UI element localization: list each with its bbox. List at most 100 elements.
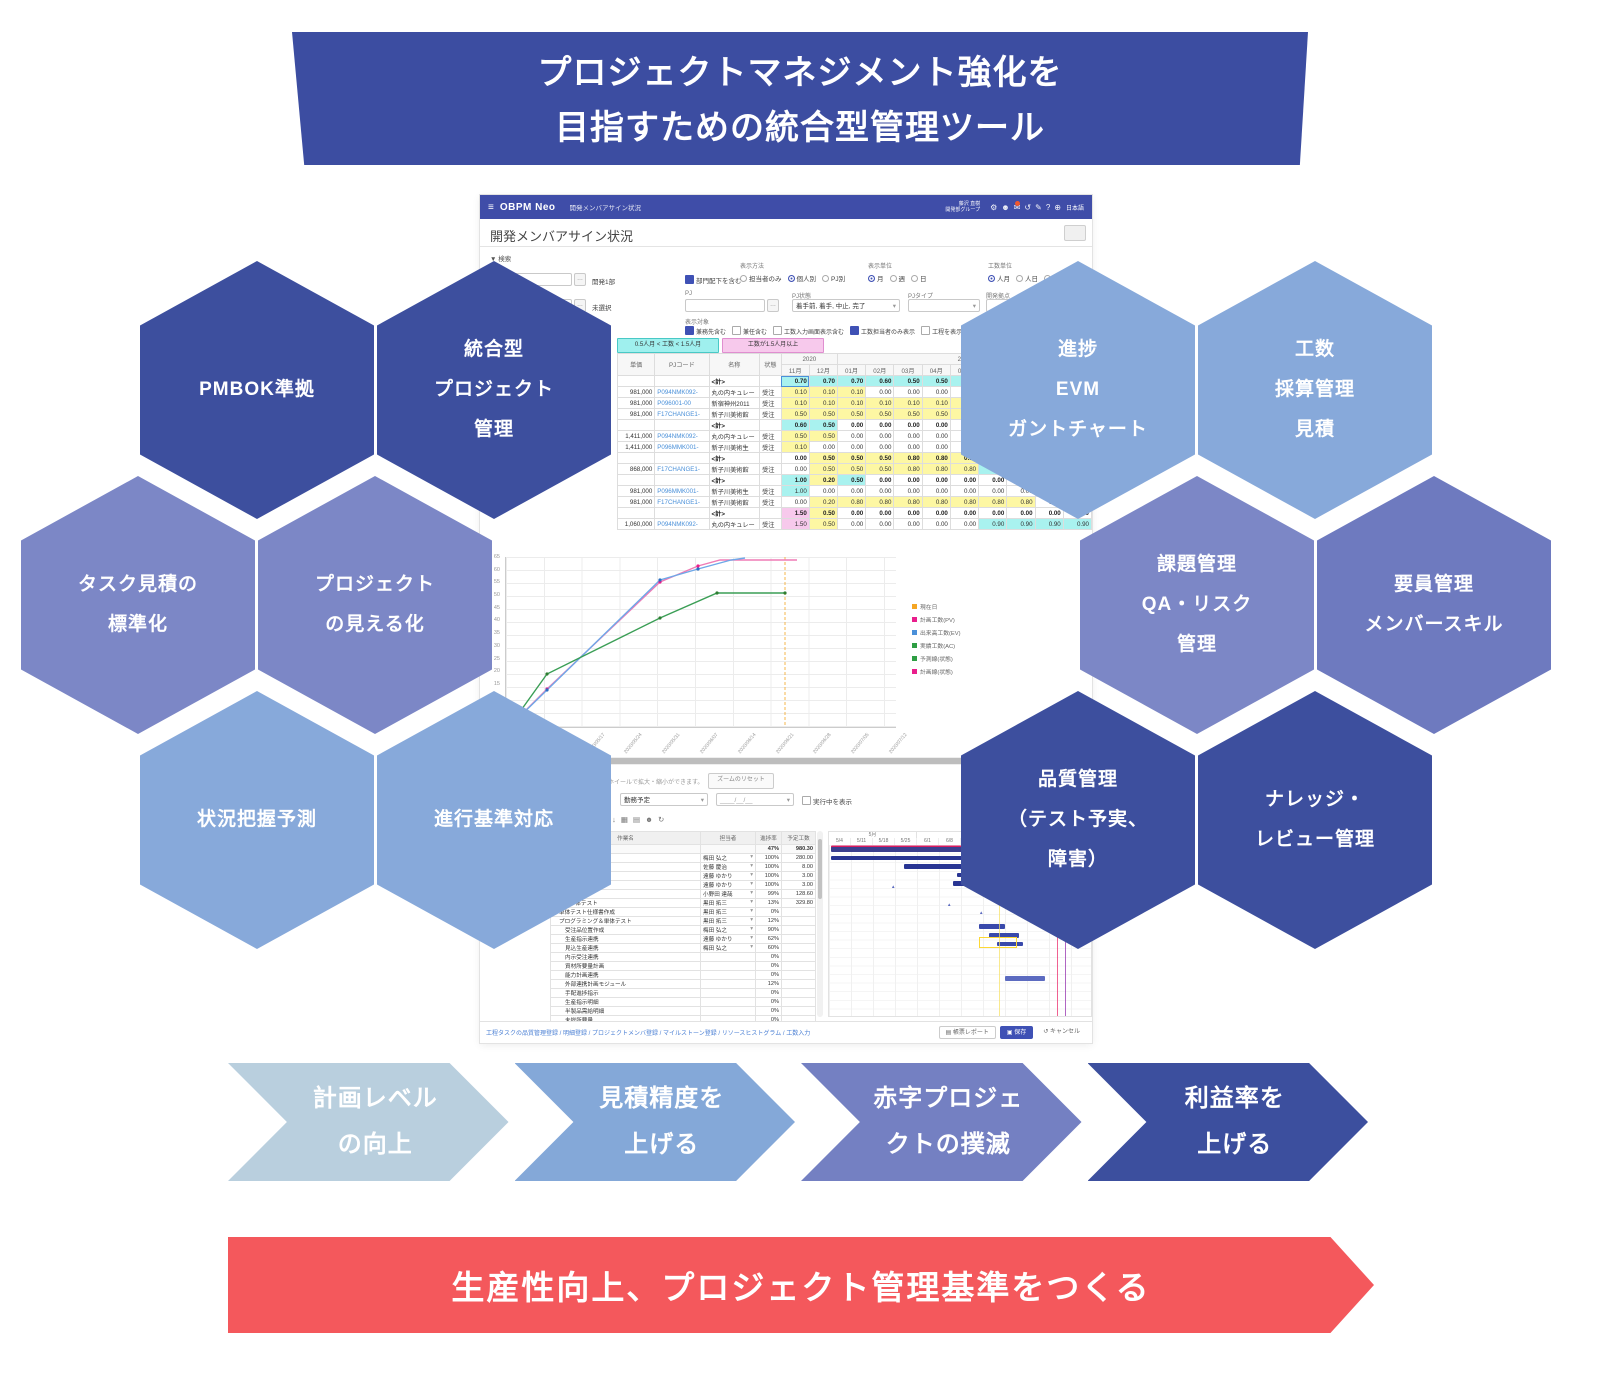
workload-cell[interactable]: 0.50 bbox=[780, 430, 810, 442]
pj-code-cell[interactable] bbox=[654, 452, 710, 464]
menu-icon[interactable]: ≡ bbox=[488, 201, 494, 213]
workload-cell[interactable]: 0.20 bbox=[808, 496, 838, 508]
workload-cell[interactable]: 0.00 bbox=[808, 441, 838, 453]
workload-cell[interactable]: 0.10 bbox=[921, 397, 951, 409]
down-icon[interactable]: ↓ bbox=[612, 815, 621, 824]
schedule-select[interactable]: 勤務予定▾ bbox=[620, 793, 708, 806]
pj-code-cell[interactable]: P094NMK092- bbox=[654, 386, 710, 398]
assignee-cell[interactable] bbox=[700, 961, 756, 971]
list-icon[interactable]: ▤ bbox=[632, 815, 646, 824]
workload-cell[interactable]: 0.50 bbox=[921, 375, 951, 387]
workload-cell[interactable]: 0.50 bbox=[836, 452, 867, 464]
workload-cell[interactable]: 0.00 bbox=[836, 518, 867, 530]
workload-cell[interactable]: 0.00 bbox=[949, 507, 980, 519]
pj-code-cell[interactable] bbox=[654, 507, 710, 519]
assignee-cell[interactable] bbox=[700, 952, 756, 962]
workload-cell[interactable]: 0.80 bbox=[1006, 496, 1036, 508]
workload-cell[interactable]: 0.00 bbox=[865, 441, 895, 453]
workload-cell[interactable]: 0.00 bbox=[921, 430, 951, 442]
workload-cell[interactable]: 0.00 bbox=[893, 430, 923, 442]
assignee-cell[interactable]: 黒田 拓三▾ bbox=[700, 907, 756, 917]
zoom-reset-button[interactable]: ズームのリセット bbox=[708, 773, 774, 789]
target-checkbox[interactable]: 兼任含む bbox=[732, 326, 767, 336]
gantt-bar[interactable] bbox=[831, 847, 1071, 852]
workload-cell[interactable]: 0.10 bbox=[780, 441, 810, 453]
pj-code-cell[interactable]: P094NMK092- bbox=[654, 518, 710, 530]
user-block[interactable]: 藤沢 直樹 開発部グループ bbox=[945, 201, 980, 214]
assignee-cell[interactable]: 遠藤 ゆかり▾ bbox=[700, 934, 756, 944]
refresh-icon[interactable]: ↻ bbox=[657, 815, 670, 824]
workload-cell[interactable]: 0.00 bbox=[921, 441, 951, 453]
workload-cell[interactable]: 0.50 bbox=[836, 408, 867, 420]
workload-cell[interactable]: 0.00 bbox=[949, 518, 980, 530]
workload-cell[interactable]: 0.00 bbox=[865, 507, 895, 519]
dept-picker-button[interactable]: … bbox=[574, 273, 586, 286]
workload-cell[interactable]: 0.90 bbox=[1006, 518, 1036, 530]
edit-icon[interactable]: ✎ bbox=[1035, 202, 1042, 212]
workload-cell[interactable]: 0.80 bbox=[865, 496, 895, 508]
undo-icon[interactable]: ↺ bbox=[1024, 202, 1032, 212]
disp-method-option[interactable]: PJ別 bbox=[822, 275, 845, 283]
workload-cell[interactable]: 0.10 bbox=[836, 397, 867, 409]
workload-cell[interactable]: 0.00 bbox=[865, 386, 895, 398]
workload-cell[interactable]: 0.50 bbox=[808, 507, 838, 519]
workload-cell[interactable]: 0.10 bbox=[893, 397, 923, 409]
workload-cell[interactable]: 0.00 bbox=[978, 485, 1008, 497]
assignee-cell[interactable] bbox=[700, 844, 756, 854]
workload-cell[interactable]: 0.80 bbox=[949, 496, 980, 508]
workload-cell[interactable]: 0.00 bbox=[780, 496, 810, 508]
pj-code-cell[interactable] bbox=[654, 474, 710, 486]
workload-cell[interactable]: 0.00 bbox=[836, 441, 867, 453]
assignee-cell[interactable] bbox=[700, 1006, 756, 1016]
workload-cell[interactable]: 0.00 bbox=[893, 441, 923, 453]
assignee-cell[interactable]: 梅田 弘之▾ bbox=[700, 925, 756, 935]
workload-cell[interactable]: 0.10 bbox=[780, 386, 810, 398]
workload-cell[interactable]: 0.50 bbox=[808, 430, 838, 442]
assignee-cell[interactable]: 梅田 弘之▾ bbox=[700, 943, 756, 953]
user-icon[interactable]: ☻ bbox=[1001, 202, 1010, 212]
wbs-row[interactable]: 見込生産連携梅田 弘之▾60% bbox=[550, 943, 816, 953]
workload-cell[interactable]: 1.00 bbox=[780, 485, 810, 497]
footer-links[interactable]: 工程タスクの品質管理登録 / 明細登録 / プロジェクトメンバ登録 / マイルス… bbox=[486, 1031, 811, 1037]
workload-cell[interactable]: 0.50 bbox=[836, 463, 867, 475]
search-toggle[interactable]: ▼ 検索 bbox=[490, 256, 512, 263]
workload-cell[interactable]: 0.00 bbox=[1006, 507, 1036, 519]
target-checkbox[interactable]: 工数担当者のみ表示 bbox=[850, 326, 915, 336]
workload-cell[interactable]: 0.00 bbox=[893, 507, 923, 519]
assignee-cell[interactable]: 佐藤 慶治▾ bbox=[700, 862, 756, 872]
workload-cell[interactable]: 0.50 bbox=[808, 463, 838, 475]
workload-cell[interactable]: 0.10 bbox=[780, 397, 810, 409]
workload-cell[interactable]: 1.50 bbox=[780, 507, 810, 519]
workload-cell[interactable]: 0.50 bbox=[808, 408, 838, 420]
assignee-cell[interactable]: 黒田 拓三▾ bbox=[700, 916, 756, 926]
workload-cell[interactable]: 0.90 bbox=[1034, 518, 1064, 530]
pj-picker-button[interactable]: … bbox=[767, 299, 779, 312]
assignee-cell[interactable] bbox=[700, 988, 756, 998]
workload-cell[interactable]: 0.00 bbox=[921, 474, 951, 486]
workload-cell[interactable]: 0.80 bbox=[836, 496, 867, 508]
kosu-unit-option[interactable]: 人日 bbox=[1016, 275, 1038, 283]
workload-cell[interactable]: 0.50 bbox=[865, 452, 895, 464]
show-running-checkbox[interactable]: 実行中を表示 bbox=[802, 796, 852, 806]
gantt-bar[interactable] bbox=[831, 855, 981, 861]
workload-cell[interactable]: 0.90 bbox=[978, 518, 1008, 530]
date-select[interactable]: ____/__/__▾ bbox=[716, 793, 794, 806]
workload-cell[interactable]: 0.70 bbox=[780, 375, 810, 387]
workload-cell[interactable]: 0.00 bbox=[836, 430, 867, 442]
workload-cell[interactable]: 0.00 bbox=[865, 430, 895, 442]
wbs-vertical-scrollbar[interactable] bbox=[817, 831, 823, 1017]
workload-cell[interactable]: 0.00 bbox=[921, 507, 951, 519]
workload-cell[interactable]: 0.00 bbox=[865, 419, 895, 431]
workload-cell[interactable]: 0.80 bbox=[893, 463, 923, 475]
workload-cell[interactable]: 0.80 bbox=[949, 463, 980, 475]
person-icon[interactable]: ☻ bbox=[645, 815, 658, 824]
workload-cell[interactable]: 0.50 bbox=[893, 408, 923, 420]
pj-code-cell[interactable]: F17CHANGE1- bbox=[654, 463, 710, 475]
